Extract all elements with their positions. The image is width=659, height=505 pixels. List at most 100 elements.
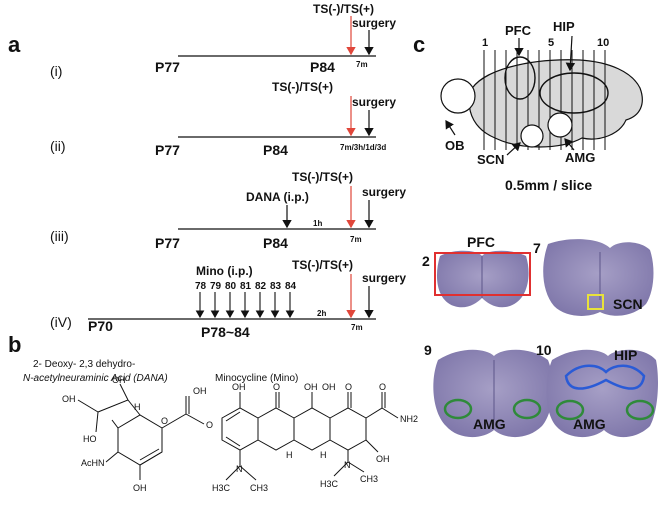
timeline-i: (i) TS(-)/TS(+) surgery P77 P84 7m — [50, 2, 396, 79]
timeline-ii-interval: 7m/3h/1d/3d — [340, 143, 386, 152]
dana-atom-oh-bottom: OH — [133, 483, 147, 493]
slice-10-amg-right — [625, 399, 655, 421]
timeline-i-end: P84 — [310, 59, 335, 75]
timeline-ii: (ii) TS(-)/TS(+) surgery P77 P84 7m/3h/1… — [50, 80, 396, 158]
mino-atom-o-2: O — [345, 382, 352, 392]
slice-9-amg-left — [443, 398, 473, 420]
dana-atom-h: H — [134, 402, 141, 412]
mino-atom-ch3-2: CH3 — [360, 474, 378, 484]
hip-label: HIP — [553, 19, 575, 34]
slice-10-number: 10 — [536, 342, 552, 358]
dana-atom-ho: HO — [83, 434, 97, 444]
panel-c-label: c — [413, 32, 425, 57]
mino-day-label-78: 78 — [195, 281, 207, 292]
mino-atom-oh-3: OH — [322, 382, 336, 392]
timeline-iv-ts-label: TS(-)/TS(+) — [292, 258, 353, 272]
mino-atom-oh-1: OH — [232, 382, 246, 392]
timeline-i-ts-label: TS(-)/TS(+) — [313, 2, 374, 16]
dana-title-line1: 2- Deoxy- 2,3 dehydro- — [33, 359, 135, 370]
slice-10-amg-left — [555, 399, 585, 421]
dana-atom-o-ring: O — [161, 416, 168, 426]
coronal-slice-2: 2 PFC — [422, 234, 532, 314]
slice-2-region: PFC — [467, 234, 495, 250]
scn-label: SCN — [477, 152, 504, 167]
mino-atom-o-3: O — [379, 382, 386, 392]
slice-7-region: SCN — [613, 296, 643, 312]
timeline-ii-ts-label: TS(-)/TS(+) — [272, 80, 333, 94]
mino-structure — [221, 392, 399, 481]
dana-atom-o-acid: O — [206, 420, 213, 430]
brain-outline — [468, 59, 643, 148]
mino-day-label-82: 82 — [255, 281, 267, 292]
timeline-iv-surgery-label: surgery — [362, 271, 406, 285]
timeline-iv-interval: 7m — [351, 323, 363, 332]
timeline-i-start: P77 — [155, 59, 180, 75]
timeline-iv-drug-label: Mino (i.p.) — [196, 264, 253, 278]
dana-structure — [77, 383, 205, 480]
slice-2-tissue — [436, 250, 529, 308]
dana-atom-oh-top: OH — [112, 375, 126, 385]
timeline-iii-drug-label: DANA (i.p.) — [246, 190, 309, 204]
mino-atom-o-1: O — [273, 382, 280, 392]
pfc-region — [504, 56, 536, 100]
coronal-slice-9: 9 AMG — [424, 342, 553, 438]
slice-9-region: AMG — [473, 416, 506, 432]
timeline-iii-end: P84 — [263, 235, 288, 251]
sagittal-brain — [440, 50, 643, 150]
timeline-iii: (iii) TS(-)/TS(+) surgery DANA (i.p.) 1h… — [50, 170, 406, 251]
dana-title-line2: N-acetylneuraminic Acid (DANA) — [23, 373, 168, 384]
mino-atom-oh-4: OH — [376, 454, 390, 464]
mino-atom-nh2: NH2 — [400, 414, 418, 424]
dana-atom-oh-acid: OH — [193, 386, 207, 396]
slice-9-tissue — [433, 349, 553, 438]
mino-atom-n-1: N — [236, 464, 243, 474]
timeline-iii-interval: 7m — [350, 235, 362, 244]
mino-day-label-79: 79 — [210, 281, 222, 292]
mino-ring-2 — [257, 407, 295, 451]
slice-caption: 0.5mm / slice — [505, 177, 592, 193]
timeline-ii-surgery-label: surgery — [352, 95, 396, 109]
mino-atom-n-2: N — [344, 460, 351, 470]
mino-day-label-84: 84 — [285, 281, 297, 292]
slice-number-5: 5 — [548, 37, 554, 49]
timeline-iii-start: P77 — [155, 235, 180, 251]
timeline-ii-end: P84 — [263, 142, 288, 158]
timeline-iii-ts-label: TS(-)/TS(+) — [292, 170, 353, 184]
coronal-slice-7: 7 SCN — [533, 239, 654, 316]
mino-day-label-80: 80 — [225, 281, 237, 292]
mino-atoms: OH O OH OH O O NH2 OH N H3C CH3 H H N H3… — [212, 382, 418, 493]
slice-number-1: 1 — [482, 37, 488, 49]
dana-atoms: OH OH H O OH HO O AcHN OH — [62, 375, 213, 493]
timeline-iv-gap: 2h — [317, 309, 326, 318]
slice-7-number: 7 — [533, 240, 541, 256]
scn-region — [520, 124, 544, 148]
timeline-iv-roman: (iV) — [50, 314, 72, 330]
hip-region — [539, 72, 609, 114]
pfc-label: PFC — [505, 23, 532, 38]
slice-9-number: 9 — [424, 342, 432, 358]
slice-10-hip-outline — [564, 364, 646, 390]
slice-7-tissue — [543, 239, 654, 316]
mino-atom-h-1: H — [286, 450, 293, 460]
mino-ring-4 — [329, 407, 367, 451]
slice-number-10: 10 — [597, 37, 609, 49]
mino-atom-h3c-2: H3C — [320, 479, 339, 489]
slice-10-region-bottom: AMG — [573, 416, 606, 432]
mino-ring-3 — [293, 407, 331, 451]
timeline-ii-start: P77 — [155, 142, 180, 158]
amg-label: AMG — [565, 150, 595, 165]
mino-day-label-83: 83 — [270, 281, 282, 292]
timeline-i-roman: (i) — [50, 63, 62, 79]
timeline-iv-start: P70 — [88, 318, 113, 334]
scn-box — [587, 294, 604, 310]
olfactory-bulb — [440, 78, 476, 114]
timeline-ii-roman: (ii) — [50, 138, 66, 154]
mino-atom-h3c-1: H3C — [212, 483, 231, 493]
dana-atom-achn: AcHN — [81, 458, 105, 468]
timeline-i-interval: 7m — [356, 60, 368, 69]
dana-ring — [117, 414, 163, 466]
pfc-box — [434, 252, 531, 296]
